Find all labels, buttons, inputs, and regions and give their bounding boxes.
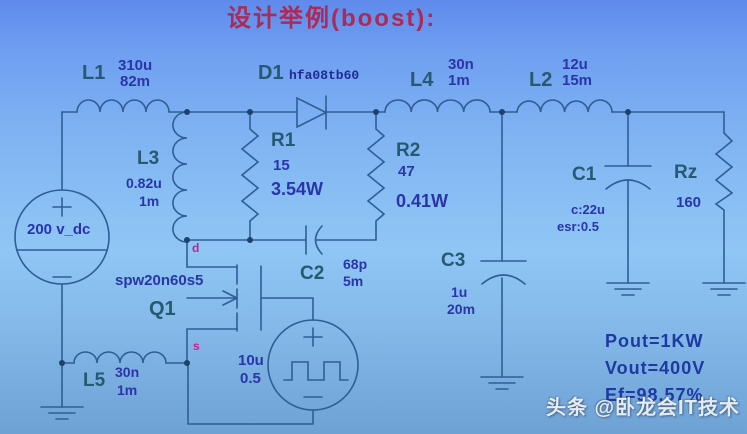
label-L2-ref: L2 <box>529 69 553 91</box>
label-L3-ref: L3 <box>137 148 160 169</box>
label-C1-capacitance: c:22u <box>571 202 605 217</box>
label-C2-esr: 5m <box>343 273 364 289</box>
label-L5-inductance: 30n <box>115 364 140 380</box>
square-wave-icon <box>283 361 349 381</box>
result-efficiency: Ef=98.57% <box>605 385 704 405</box>
label-L4-inductance: 30n <box>448 56 474 73</box>
result-output-power: Pout=1KW <box>605 331 704 351</box>
resistor-R1-symbol <box>240 111 260 241</box>
wire-network <box>61 111 725 425</box>
label-L5-ref: L5 <box>83 370 106 391</box>
dc-voltage-source-symbol <box>14 189 110 285</box>
label-L1-ref: L1 <box>82 62 106 84</box>
label-R1-resistance: 15 <box>273 157 290 174</box>
resistor-R2-symbol <box>366 111 386 241</box>
label-R1-ref: R1 <box>271 130 296 151</box>
watermark: 头条 @卧龙会IT技术 <box>546 397 740 419</box>
diode-D1-symbol <box>296 95 328 130</box>
inductor-L5-symbol <box>73 351 167 364</box>
label-C3-ref: C3 <box>441 250 466 271</box>
label-L2-inductance: 12u <box>562 56 588 73</box>
label-L5-resistance: 1m <box>117 382 138 398</box>
label-L3-resistance: 1m <box>139 193 160 209</box>
label-Rz-ref: Rz <box>674 162 698 183</box>
label-C2-capacitance: 68p <box>343 256 368 272</box>
label-L4-ref: L4 <box>410 69 434 91</box>
label-R2-resistance: 47 <box>398 163 415 180</box>
label-R1-power: 3.54W <box>271 179 324 199</box>
label-Rz-resistance: 160 <box>676 194 702 211</box>
label-D1-ref: D1 <box>258 62 284 84</box>
label-pulse-value1: 10u <box>238 352 264 369</box>
result-output-voltage: Vout=400V <box>605 358 706 378</box>
label-Q1-part-number: spw20n60s5 <box>115 272 204 289</box>
pulse-source-symbol <box>267 319 359 411</box>
inductor-L1-symbol <box>76 99 170 113</box>
label-D1-part-number: hfa08tb60 <box>289 68 360 83</box>
capacitor-C3-symbol <box>480 260 527 285</box>
capacitor-C1-symbol <box>604 165 652 190</box>
mosfet-Q1-symbol <box>222 264 262 332</box>
ground-icon <box>702 282 746 296</box>
resistor-Rz-symbol <box>714 111 734 284</box>
label-Q1-drain-pin: d <box>192 241 200 255</box>
junction-dots <box>59 109 631 366</box>
label-L2-resistance: 15m <box>562 72 593 89</box>
label-Q1-source-pin: s <box>193 339 200 353</box>
label-L1-inductance: 310u <box>118 57 153 74</box>
ground-icon <box>40 406 84 420</box>
slide-title: 设计举例(boost): <box>227 5 437 32</box>
capacitor-C2-symbol <box>305 225 323 255</box>
label-R2-power: 0.41W <box>396 191 449 211</box>
label-vdc-value: 200 v_dc <box>27 221 91 238</box>
label-L1-resistance: 82m <box>120 73 151 90</box>
label-Q1-ref: Q1 <box>149 298 176 320</box>
label-C2-ref: C2 <box>300 263 325 284</box>
label-C3-capacitance: 1u <box>451 284 468 300</box>
inductor-L2-symbol <box>516 99 613 113</box>
ground-icon <box>606 282 650 296</box>
label-C3-esr: 20m <box>447 301 476 317</box>
label-C1-esr: esr:0.5 <box>557 219 599 234</box>
ground-icon <box>480 376 524 390</box>
label-pulse-value2: 0.5 <box>240 370 261 387</box>
inductor-L3-symbol <box>172 111 188 243</box>
label-R2-ref: R2 <box>396 140 421 161</box>
label-L4-resistance: 1m <box>448 72 470 89</box>
label-C1-ref: C1 <box>572 164 597 185</box>
inductor-L4-symbol <box>384 99 491 113</box>
label-L3-inductance: 0.82u <box>126 175 162 191</box>
